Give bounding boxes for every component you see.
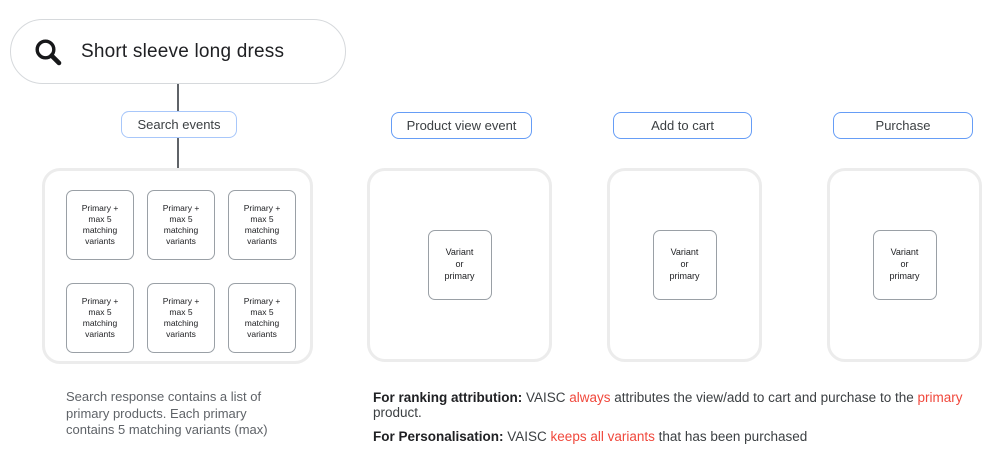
personalisation-highlight-variants: keeps all variants [550,429,655,444]
ranking-text-2: attributes the view/add to cart and purc… [610,390,918,405]
chip-add-to-cart: Add to cart [613,112,752,139]
personalisation-text-2: that has been purchased [654,429,808,444]
card-variant-or-primary: Variant or primary [872,230,937,300]
search-response-note: Search response contains a list of prima… [66,389,268,437]
search-input[interactable]: Short sleeve long dress [10,19,346,84]
card-variant-or-primary: Variant or primary [427,230,492,300]
ranking-text-3: product. [373,390,967,420]
ranking-attribution-note: For ranking attribution: VAISC always at… [373,390,995,420]
personalisation-text-1: VAISC [503,429,551,444]
card-primary-variants: Primary + max 5 matching variants [147,190,215,260]
connector-chip-to-bucket [177,138,179,169]
card-primary-variants: Primary + max 5 matching variants [147,283,215,353]
chip-product-view-event: Product view event [391,112,532,139]
card-primary-variants: Primary + max 5 matching variants [66,283,134,353]
chip-product-view-event-label: Product view event [406,118,517,133]
search-query-text: Short sleeve long dress [81,40,285,62]
bucket-product-view-event: Variant or primary [367,168,552,362]
bucket-add-to-cart: Variant or primary [607,168,762,362]
chip-search-events-label: Search events [137,117,221,132]
ranking-highlight-primary: primary [917,390,963,405]
chip-search-events: Search events [121,111,237,138]
chip-purchase-label: Purchase [875,118,931,133]
personalisation-note: For Personalisation: VAISC keeps all var… [373,429,995,444]
personalisation-label: For Personalisation: [373,429,504,444]
attribution-notes: For ranking attribution: VAISC always at… [373,390,995,453]
ranking-highlight-always: always [569,390,611,405]
card-primary-variants: Primary + max 5 matching variants [228,283,296,353]
chip-purchase: Purchase [833,112,973,139]
card-primary-variants: Primary + max 5 matching variants [66,190,134,260]
card-variant-or-primary: Variant or primary [652,230,717,300]
bucket-purchase: Variant or primary [827,168,982,362]
chip-add-to-cart-label: Add to cart [651,118,714,133]
connector-pill-to-chip [177,84,179,111]
bucket-search-events: Primary + max 5 matching variants Primar… [42,168,313,364]
ranking-text-1: VAISC [522,390,570,405]
search-icon [35,38,62,65]
ranking-attribution-label: For ranking attribution: [373,390,523,405]
card-primary-variants: Primary + max 5 matching variants [228,190,296,260]
